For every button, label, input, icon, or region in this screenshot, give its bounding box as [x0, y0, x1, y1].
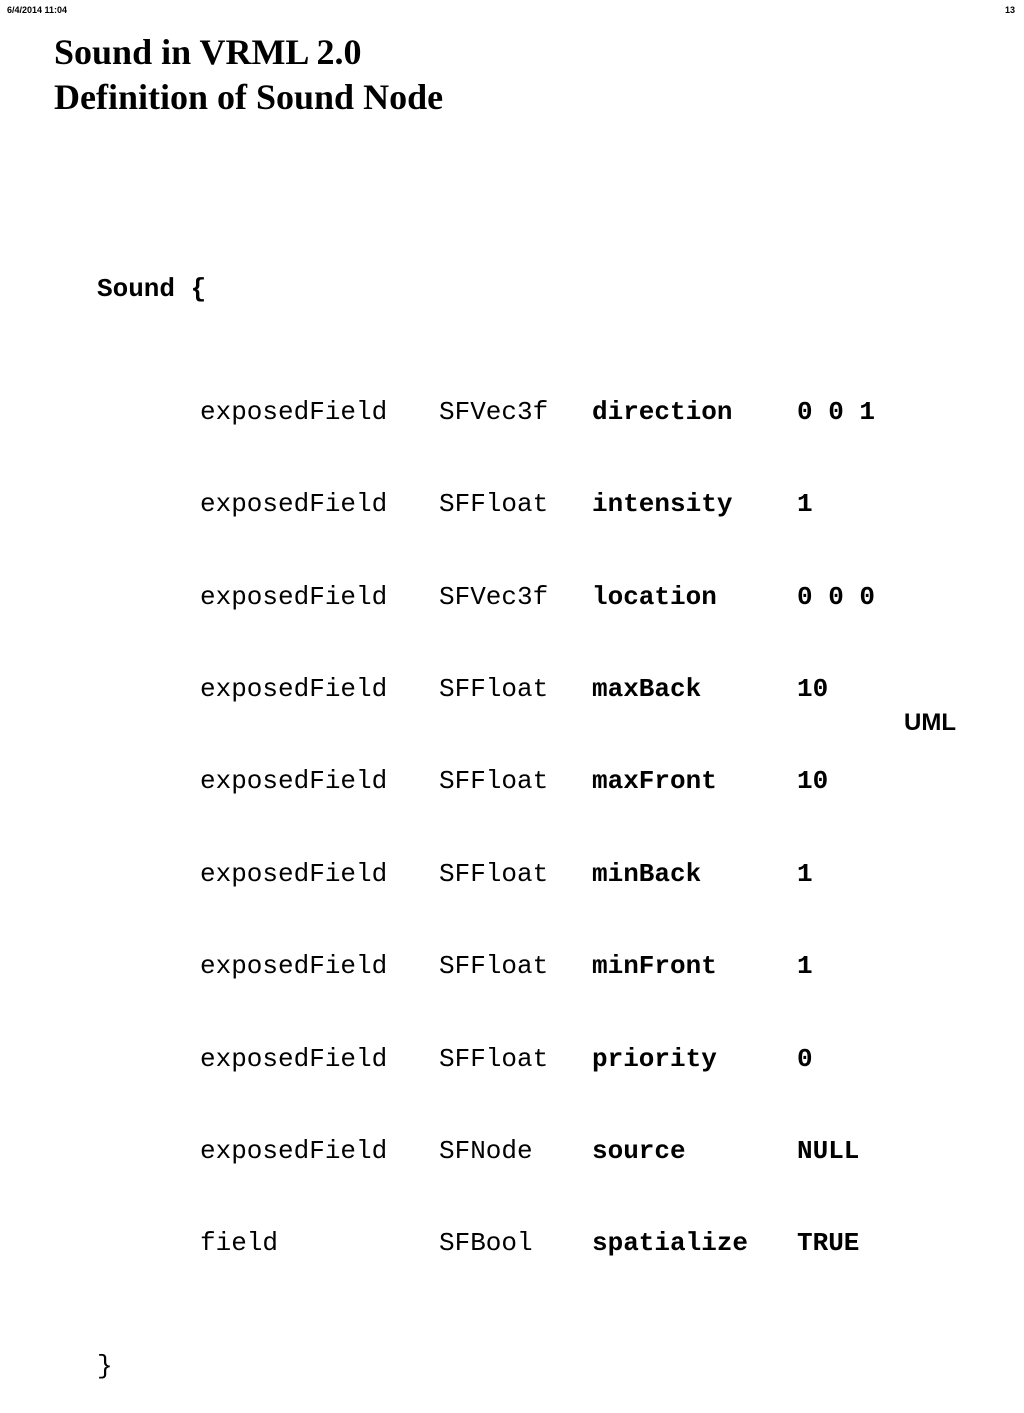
- field-value: 0 0 1: [797, 396, 876, 427]
- field-kind: exposedField: [200, 581, 388, 612]
- field-kind: exposedField: [200, 489, 388, 520]
- field-name: source: [592, 1135, 686, 1166]
- field-row: exposedField SFVec3f location 0 0 0: [97, 582, 875, 613]
- field-kind: exposedField: [200, 396, 388, 427]
- field-value: 10: [797, 673, 829, 704]
- field-name: location: [592, 581, 717, 612]
- field-kind: exposedField: [200, 858, 388, 889]
- field-value: TRUE: [797, 1228, 860, 1259]
- field-type: SFFloat: [439, 489, 549, 520]
- slide-title-line-1: Sound in VRML 2.0: [54, 32, 362, 72]
- field-value: 1: [797, 489, 813, 520]
- field-row: exposedField SFNode source NULL: [97, 1136, 859, 1167]
- field-value: 0 0 0: [797, 581, 876, 612]
- slide-date-time: 6/4/2014 11:04: [7, 5, 68, 15]
- field-type: SFBool: [439, 1228, 533, 1259]
- field-type: SFVec3f: [439, 581, 549, 612]
- field-type: SFFloat: [439, 673, 549, 704]
- slide-page-number: 13: [1004, 5, 1015, 15]
- code-open-line: Sound {: [97, 273, 207, 304]
- field-type: SFFloat: [439, 858, 549, 889]
- field-name: maxBack: [592, 673, 702, 704]
- field-name: spatialize: [592, 1228, 749, 1259]
- field-row: exposedField SFFloat minFront 1: [97, 951, 813, 982]
- field-row: exposedField SFFloat priority 0: [97, 1044, 813, 1075]
- field-row: field SFBool spatialize TRUE: [97, 1228, 859, 1259]
- field-name: maxFront: [592, 766, 717, 797]
- uml-logo: UML: [904, 709, 956, 736]
- field-row: exposedField SFFloat intensity 1: [97, 489, 813, 520]
- field-type: SFNode: [439, 1135, 533, 1166]
- field-value: 0: [797, 1043, 813, 1074]
- field-name: minBack: [592, 858, 702, 889]
- field-kind: field: [200, 1228, 279, 1259]
- field-row: exposedField SFVec3f direction 0 0 1: [97, 397, 875, 428]
- field-value: NULL: [797, 1135, 860, 1166]
- field-type: SFFloat: [439, 766, 549, 797]
- field-value: 10: [797, 766, 829, 797]
- field-name: minFront: [592, 951, 717, 982]
- field-kind: exposedField: [200, 1135, 388, 1166]
- sound-node-definition: Sound { exposedField SFVec3f direction 0…: [97, 212, 875, 1413]
- field-type: SFFloat: [439, 1043, 549, 1074]
- field-name: priority: [592, 1043, 717, 1074]
- field-value: 1: [797, 858, 813, 889]
- field-kind: exposedField: [200, 673, 388, 704]
- field-kind: exposedField: [200, 1043, 388, 1074]
- field-type: SFFloat: [439, 951, 549, 982]
- field-name: intensity: [592, 489, 733, 520]
- field-name: direction: [592, 396, 733, 427]
- code-close-line: }: [97, 1351, 113, 1382]
- field-row: exposedField SFFloat minBack 1: [97, 859, 813, 890]
- field-kind: exposedField: [200, 951, 388, 982]
- field-type: SFVec3f: [439, 396, 549, 427]
- field-kind: exposedField: [200, 766, 388, 797]
- slide-title: Sound in VRML 2.0 Definition of Sound No…: [54, 30, 443, 120]
- field-row: exposedField SFFloat maxBack 10: [97, 674, 828, 705]
- slide-title-line-2: Definition of Sound Node: [54, 77, 444, 117]
- field-value: 1: [797, 951, 813, 982]
- field-row: exposedField SFFloat maxFront 10: [97, 766, 828, 797]
